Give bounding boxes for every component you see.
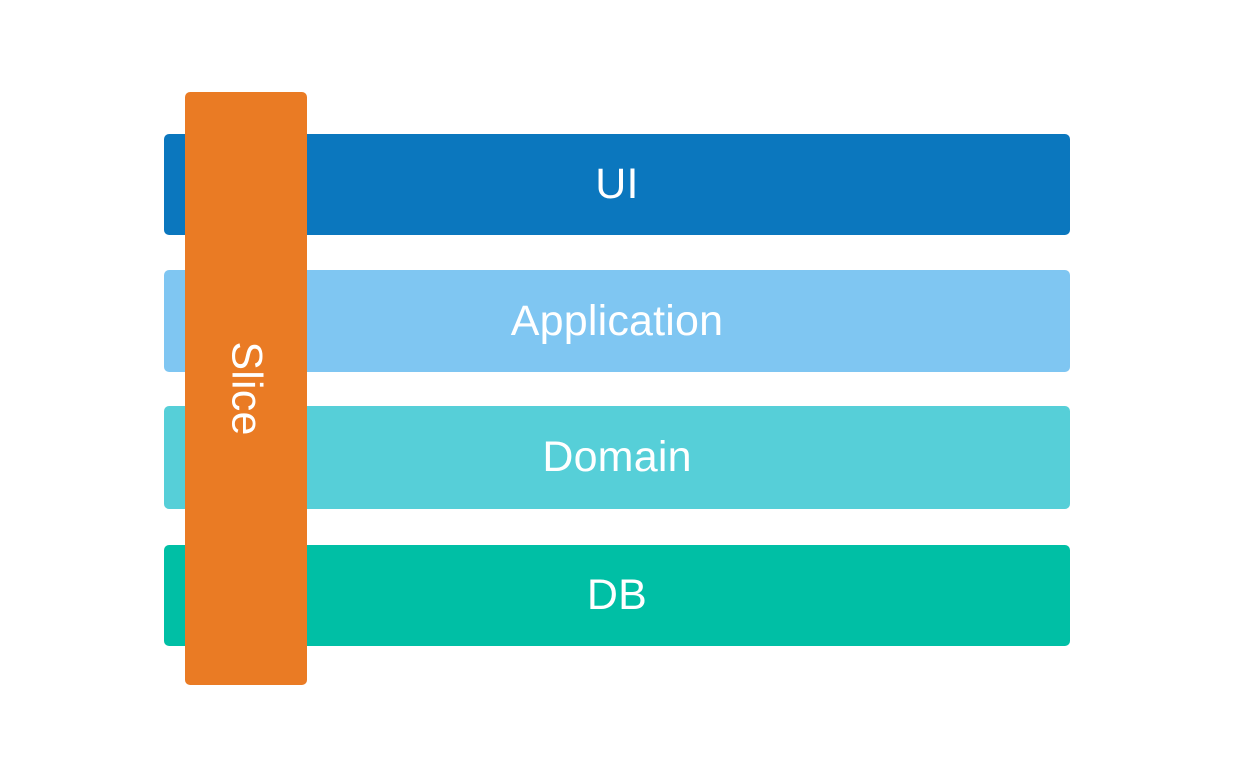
layer-label-ui: UI xyxy=(595,160,639,208)
layer-bar-application[interactable]: Application xyxy=(164,270,1070,372)
layer-label-domain: Domain xyxy=(542,433,692,481)
vertical-slice-bar[interactable]: Slice xyxy=(185,92,307,685)
layer-label-application: Application xyxy=(510,296,724,345)
layer-bar-ui[interactable]: UI xyxy=(164,134,1070,235)
vertical-slice-label: Slice xyxy=(222,341,271,436)
layer-bar-db[interactable]: DB xyxy=(164,545,1070,646)
layer-label-db: DB xyxy=(586,571,648,619)
layer-bar-domain[interactable]: Domain xyxy=(164,406,1070,509)
